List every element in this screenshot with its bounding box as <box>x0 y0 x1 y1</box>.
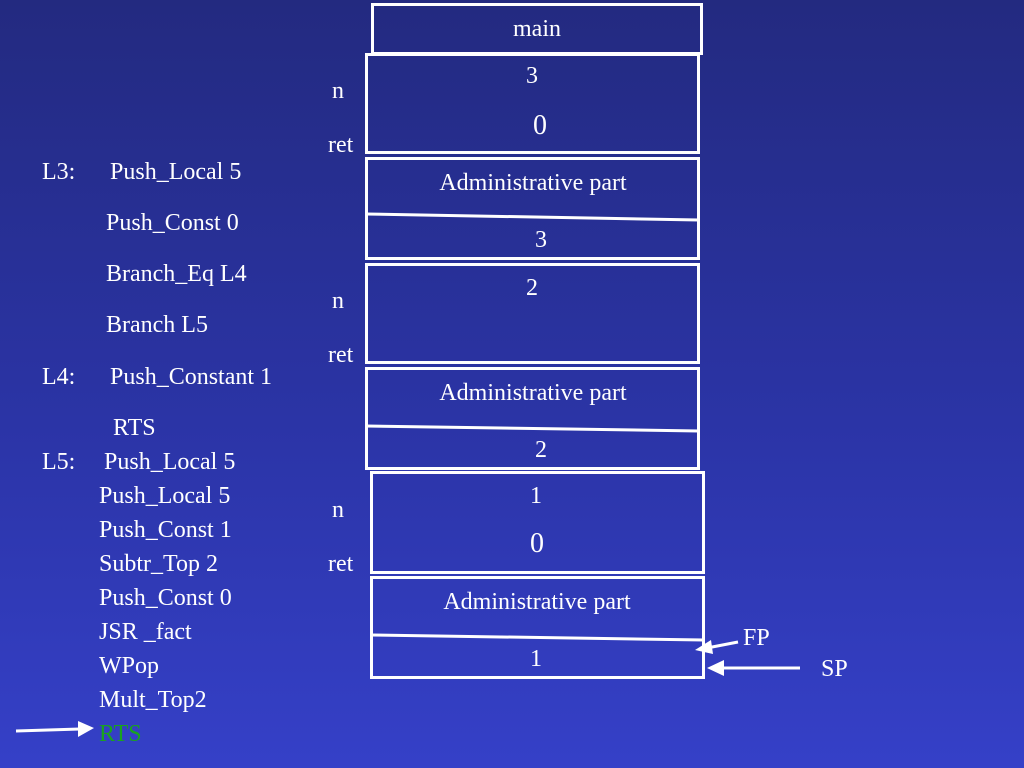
frame-3-locals-box <box>370 471 705 574</box>
frame-3-n-label: n <box>332 497 344 523</box>
code-line: Push_Constant 1 <box>110 364 273 390</box>
code-label-l4: L4: <box>42 364 76 390</box>
frame-3-ret-value: 0 <box>530 528 544 559</box>
code-line: Push_Local 5 <box>110 159 242 185</box>
frame-3-n-value: 1 <box>530 483 542 509</box>
frame-3-admin-value: 1 <box>530 646 542 672</box>
frame-2-n-value: 2 <box>526 275 538 301</box>
frame-3-admin-label: Administrative part <box>443 589 631 615</box>
frame-2-ret-label: ret <box>328 342 354 368</box>
frame-1-n-label: n <box>332 78 344 104</box>
code-line: Push_Local 5 <box>104 449 236 475</box>
frame-1-admin-label: Administrative part <box>439 170 627 196</box>
fp-label: FP <box>743 625 770 651</box>
code-line: Branch_Eq L4 <box>106 261 247 287</box>
code-line: JSR _fact <box>99 619 192 645</box>
frame-1-n-value: 3 <box>526 63 538 89</box>
frame-1-ret-value: 0 <box>533 110 547 141</box>
sp-arrow-icon <box>707 660 800 676</box>
frame-2-admin-label: Administrative part <box>439 380 627 406</box>
frame-2-n-label: n <box>332 288 344 314</box>
code-line: Push_Const 1 <box>99 517 232 543</box>
frame-1-admin-box <box>365 157 700 260</box>
code-line: Push_Const 0 <box>99 585 232 611</box>
code-line: Subtr_Top 2 <box>99 551 218 577</box>
frame-2-locals-box <box>365 263 700 364</box>
code-line: Branch L5 <box>106 312 208 338</box>
frame-2-admin-value: 2 <box>535 437 547 463</box>
main-label: main <box>513 16 561 42</box>
code-label-l3: L3: <box>42 159 76 185</box>
current-instruction-arrow-icon <box>15 721 94 737</box>
frame-3-ret-label: ret <box>328 551 354 577</box>
code-line-current: RTS <box>99 721 142 747</box>
frame-2-admin-box <box>365 367 700 470</box>
code-line: Mult_Top2 <box>99 687 207 713</box>
code-line: Push_Local 5 <box>99 483 231 509</box>
code-line: WPop <box>99 653 159 679</box>
frame-1-locals-box <box>365 53 700 154</box>
frame-1-ret-label: ret <box>328 132 354 158</box>
code-label-l5: L5: <box>42 449 76 475</box>
frame-3-admin-box <box>370 576 705 679</box>
sp-label: SP <box>821 656 848 682</box>
code-line: RTS <box>113 415 156 441</box>
code-line: Push_Const 0 <box>106 210 239 236</box>
frame-1-admin-value: 3 <box>535 227 547 253</box>
